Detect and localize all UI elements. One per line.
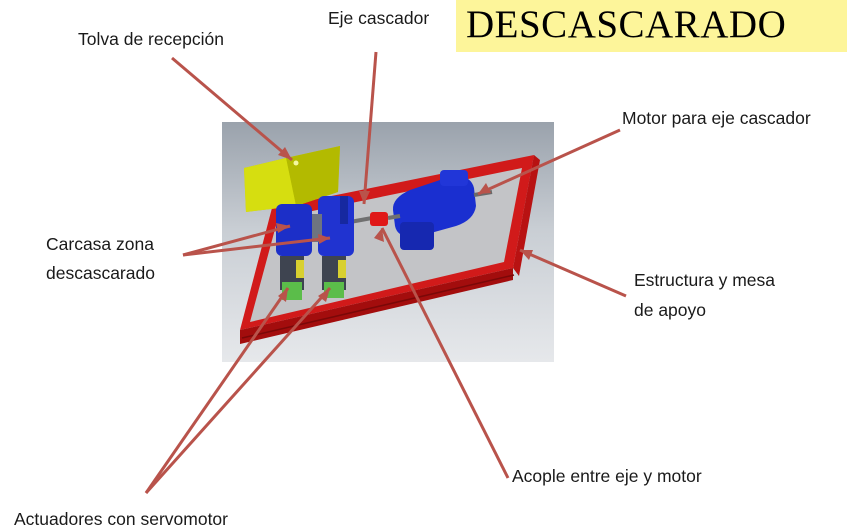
label-tolva: Tolva de recepción xyxy=(78,29,224,49)
motor xyxy=(392,170,493,250)
arrow-acople xyxy=(380,227,510,479)
callout-arrows xyxy=(144,51,627,495)
arrow-actuador-2 xyxy=(144,286,332,495)
hopper xyxy=(244,146,340,212)
arrow-carcasa-2 xyxy=(182,236,331,257)
label-estructura-line2: de apoyo xyxy=(634,300,707,320)
title-banner: DESCASCARADO xyxy=(456,0,847,52)
arrow-heads xyxy=(276,147,533,302)
label-estructura-line1: Estructura y mesa xyxy=(634,270,776,290)
label-carcasa-line1: Carcasa zona xyxy=(46,234,154,254)
label-carcasa-line2: descascarado xyxy=(46,263,155,283)
arrow-carcasa-1 xyxy=(182,224,291,257)
arrow-tolva xyxy=(171,56,293,162)
label-acople: Acople entre eje y motor xyxy=(512,466,702,486)
arrow-motor xyxy=(477,128,621,196)
label-actuadores: Actuadores con servomotor xyxy=(14,509,228,529)
page-title: DESCASCARADO xyxy=(466,3,787,46)
arrow-eje xyxy=(362,51,378,205)
arrow-actuador-1 xyxy=(144,287,290,494)
actuators xyxy=(280,256,346,300)
label-motor: Motor para eje cascador xyxy=(622,108,811,128)
arrow-estructura xyxy=(519,248,627,298)
label-eje: Eje cascador xyxy=(328,8,430,28)
